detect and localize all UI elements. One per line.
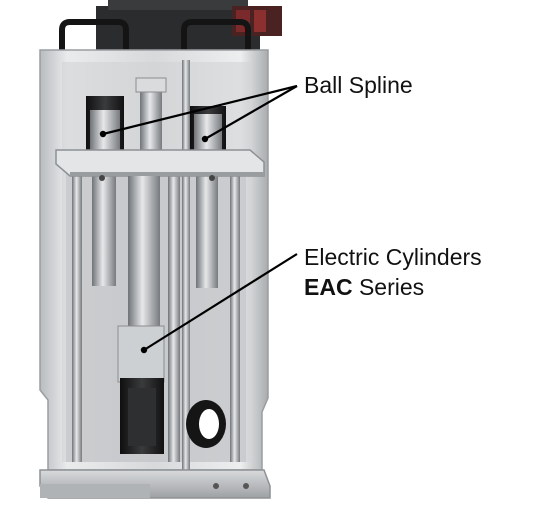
eac-series-line: EAC Series (304, 272, 482, 302)
ball-spline-label: Ball Spline (304, 72, 413, 98)
electric-cylinder (117, 176, 165, 454)
electric-cylinders-label: Electric Cylinders EAC Series (304, 242, 482, 302)
ball-spline-right (190, 106, 226, 288)
middle-plate (55, 149, 265, 181)
electric-cylinder-dot (140, 346, 148, 354)
ball-spline-leader-right (204, 85, 298, 140)
ball-spline-dot-right (201, 135, 209, 143)
side-port (186, 400, 226, 448)
electric-cylinder-leader (143, 253, 298, 351)
leader-lines (102, 84, 298, 351)
ball-spline-dot-left (99, 130, 107, 138)
eac-series-text: Series (352, 274, 425, 300)
base (39, 469, 271, 499)
ball-spline-leader-left (102, 84, 298, 136)
eac-bold: EAC (304, 274, 353, 300)
leader-dots (99, 130, 209, 354)
electric-cylinders-line: Electric Cylinders (304, 244, 482, 270)
top-handles (59, 19, 251, 52)
